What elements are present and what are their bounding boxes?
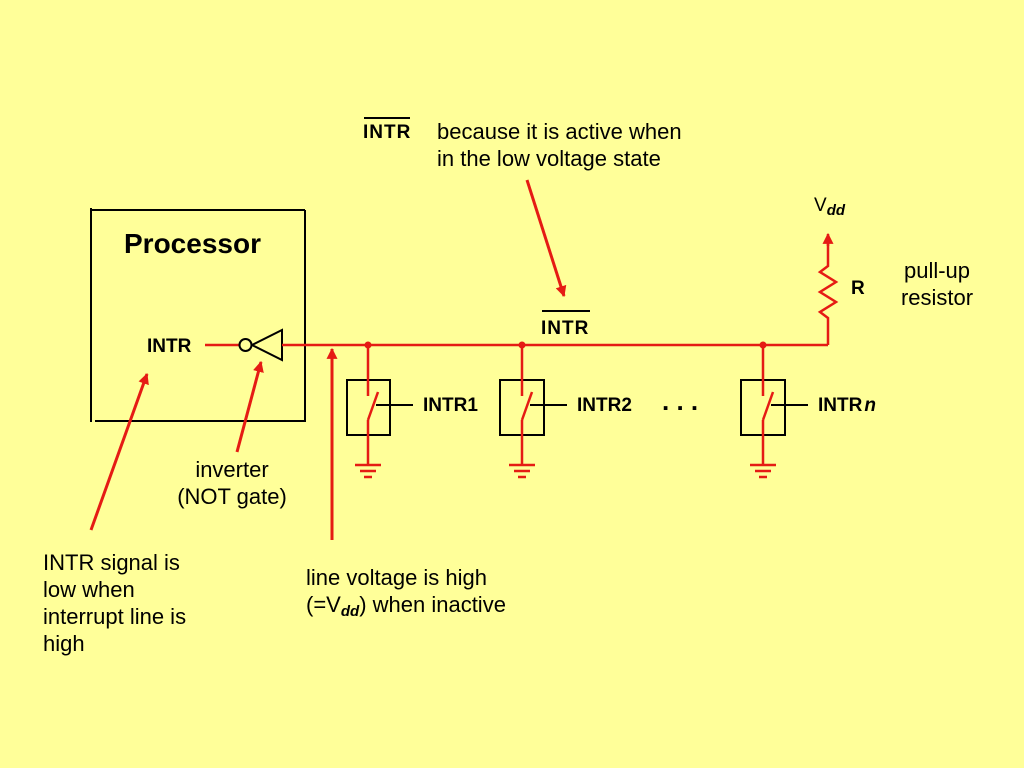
device-switch-2: INTR2: [499, 345, 632, 479]
inverter-triangle: [249, 328, 283, 362]
pull-up-resistor: R Vdd pull-up resistor: [814, 195, 973, 345]
switch-blade: [366, 391, 380, 421]
arrow-to-processor-pin: [89, 372, 149, 531]
signal-low-note-line4: high: [43, 631, 85, 656]
vdd-label: Vdd: [814, 195, 846, 219]
ground-icon: [750, 463, 776, 479]
ground-icon: [355, 463, 381, 479]
device-label: INTR1: [423, 395, 478, 416]
ellipsis: . . .: [662, 386, 698, 416]
inverter-gate: [238, 328, 283, 362]
inverter-bubble: [238, 338, 253, 352]
signal-low-note-line2: low when: [43, 577, 135, 602]
inverter-note-line2: (NOT gate): [177, 484, 287, 509]
overlined-intr-label: INTR: [363, 122, 411, 143]
line-voltage-note-line2: (=Vdd) when inactive: [306, 592, 506, 620]
signal-low-note-line3: interrupt line is: [43, 604, 186, 629]
note-active-low-line1: because it is active when: [437, 119, 682, 144]
processor-title: Processor: [124, 228, 261, 259]
vdd-v: V: [814, 195, 827, 216]
note-active-low-line2: in the low voltage state: [437, 146, 661, 171]
resistor-zigzag: [817, 240, 839, 345]
switch-blade: [520, 391, 534, 421]
top-note: INTR because it is active when in the lo…: [363, 117, 682, 171]
signal-low-note-line1: INTR signal is: [43, 550, 180, 575]
arrow-to-bus-label: [525, 179, 567, 298]
processor-box: Processor INTR: [90, 208, 306, 422]
line-voltage-note-line1: line voltage is high: [306, 565, 487, 590]
arrow-to-inverter: [235, 360, 264, 453]
resistor-label: R: [851, 278, 865, 299]
vdd-subscript: dd: [827, 202, 846, 219]
ground-icon: [509, 463, 535, 479]
processor-intr-pin-label: INTR: [147, 336, 192, 357]
device-label: INTR2: [577, 395, 632, 416]
device-switch-1: INTR1: [346, 345, 478, 479]
switch-blade: [761, 391, 775, 421]
inverter-note-line1: inverter: [195, 457, 268, 482]
pull-up-note-line2: resistor: [901, 285, 973, 310]
bus-intr-label: INTR: [541, 318, 589, 339]
pull-up-note-line1: pull-up: [904, 258, 970, 283]
